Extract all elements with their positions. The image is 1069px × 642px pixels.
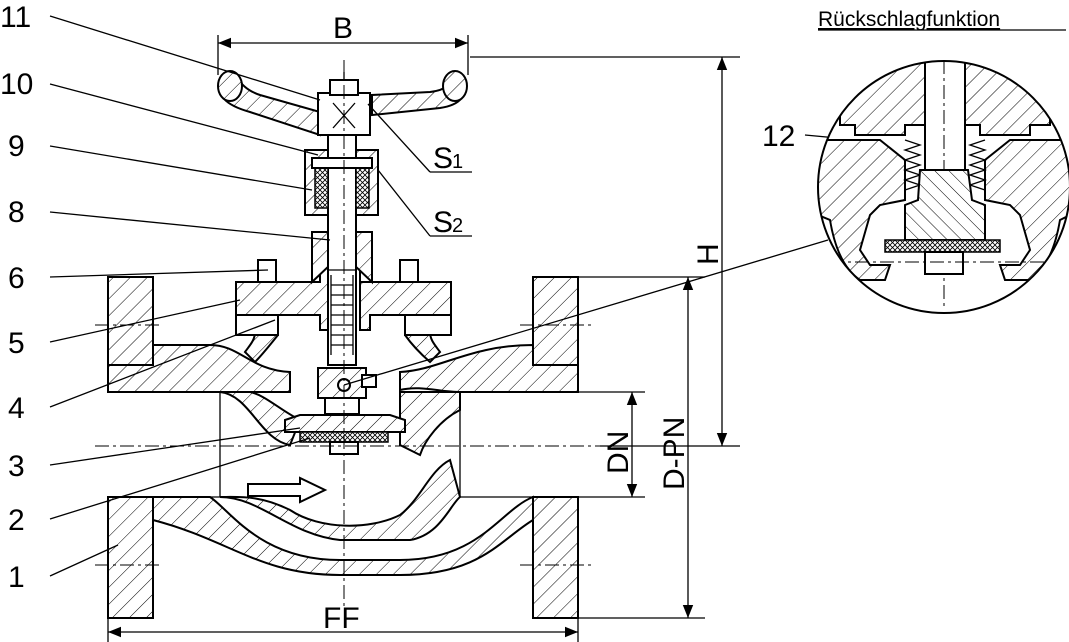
part-callouts <box>49 15 913 577</box>
dimension-h-label: H <box>692 243 725 265</box>
flow-direction-arrow <box>247 476 328 504</box>
dimension-ff-label: FF <box>323 602 360 635</box>
part-number-10: 10 <box>0 68 33 101</box>
part-number-1: 1 <box>8 561 25 594</box>
part-number-5: 5 <box>8 327 25 360</box>
dimension-dn-label: DN <box>602 431 635 474</box>
svg-text:S: S <box>433 206 453 239</box>
svg-text:2: 2 <box>452 215 463 237</box>
part-number-3: 3 <box>8 450 25 483</box>
handwheel <box>217 70 468 137</box>
dimension-d-pn-label: D-PN <box>658 417 691 490</box>
centre-lines <box>95 60 600 610</box>
svg-text:S: S <box>433 142 453 175</box>
part-number-4: 4 <box>8 392 25 425</box>
gland-packing <box>304 149 379 216</box>
bonnet <box>235 231 452 364</box>
part-number-6: 6 <box>8 262 25 295</box>
detail-title: Rückschlagfunktion <box>818 8 1000 31</box>
dimension-b-label: B <box>333 12 353 45</box>
part-number-9: 9 <box>8 130 25 163</box>
wrench-size-s1: S 1 <box>367 103 472 175</box>
svg-text:1: 1 <box>452 151 463 173</box>
wrench-size-s2: S 2 <box>377 169 472 239</box>
part-number-2: 2 <box>8 504 25 537</box>
detail-view-check-function <box>817 60 1069 314</box>
dimension-lines <box>107 35 740 642</box>
part-number-11: 11 <box>0 1 31 34</box>
part-number-8: 8 <box>8 196 25 229</box>
part-number-12: 12 <box>762 120 795 153</box>
stem <box>327 129 357 366</box>
valve-disc <box>284 367 406 455</box>
